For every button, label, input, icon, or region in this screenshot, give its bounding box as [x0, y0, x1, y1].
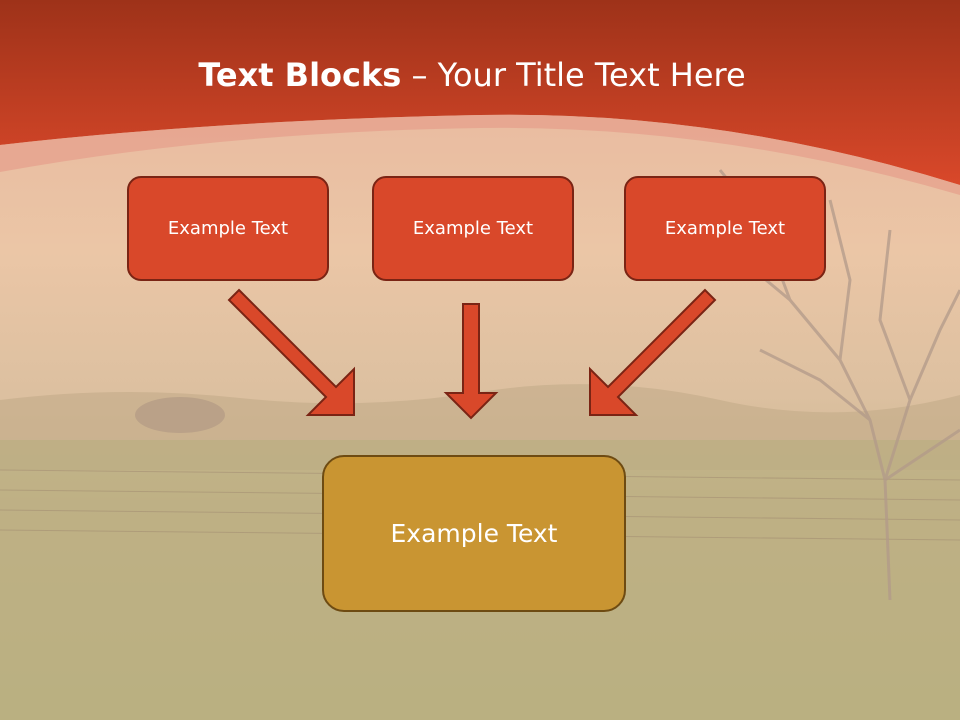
- slide-title: Text Blocks – Your Title Text Here: [0, 56, 944, 94]
- title-rest: – Your Title Text Here: [401, 56, 746, 94]
- text-block-2[interactable]: Example Text: [372, 176, 574, 281]
- text-block-3[interactable]: Example Text: [624, 176, 826, 281]
- text-block-result[interactable]: Example Text: [322, 455, 626, 612]
- text-block-1[interactable]: Example Text: [127, 176, 329, 281]
- title-bold: Text Blocks: [198, 56, 402, 94]
